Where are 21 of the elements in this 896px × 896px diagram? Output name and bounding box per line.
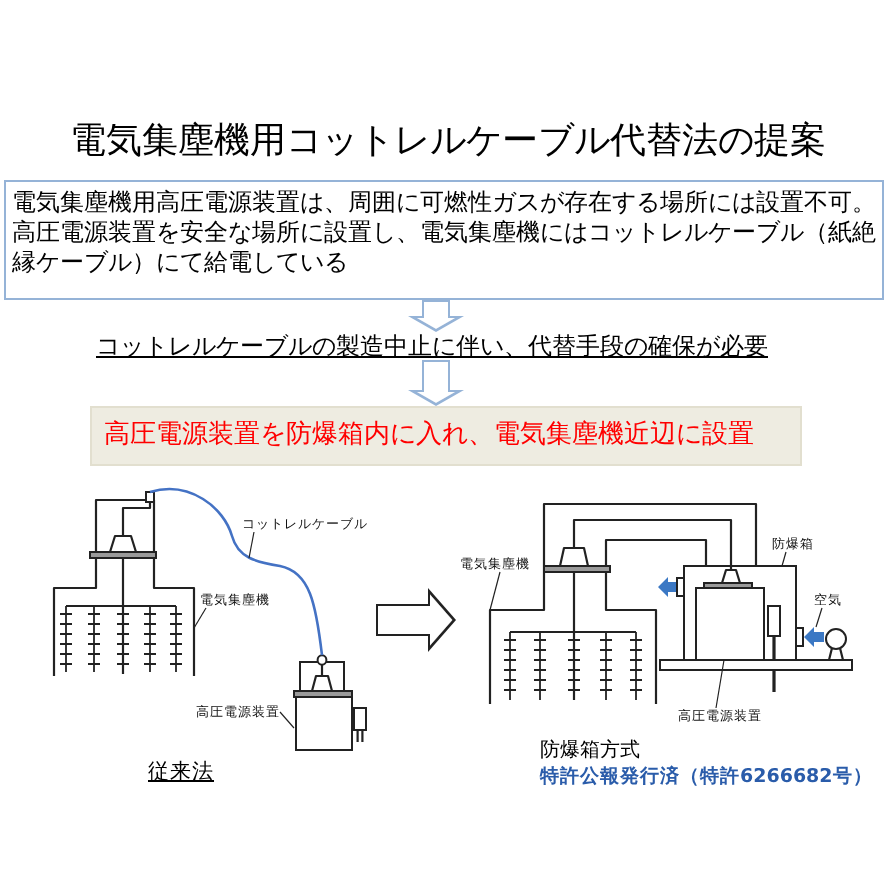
leader-line xyxy=(248,531,255,559)
slide-title: 電気集塵機用コットレルケーブル代替法の提案 xyxy=(70,120,826,164)
leader-line xyxy=(815,607,823,628)
leader-line xyxy=(715,659,725,709)
air-blower xyxy=(795,627,847,662)
drawing-caption: 従来法 xyxy=(148,760,214,786)
leader-line xyxy=(193,607,207,629)
patent-note: 特許公報発行済（特許6266682号） xyxy=(540,766,873,790)
proposal-box: 高圧電源装置を防爆箱内に入れ、電気集塵機近辺に設置 xyxy=(90,406,802,466)
requirement-text: コットレルケーブルの製造中止に伴い、代替手段の確保が必要 xyxy=(96,332,768,360)
cable-line xyxy=(149,487,324,656)
drawing-caption: 防爆箱方式 xyxy=(540,740,640,764)
power-supply-unit xyxy=(695,587,765,661)
leader-line xyxy=(781,551,787,567)
precipitator xyxy=(488,502,758,704)
explosion-proof-enclosure xyxy=(683,565,797,661)
power-supply-unit xyxy=(293,654,367,751)
info-box: 電気集塵機用高圧電源装置は、周囲に可燃性ガスが存在する場所には設置不可。高圧電源装置を安全な場所に設置し、電気集塵機にはコットレルケーブル（紙絶縁ケーブル）にて給電している xyxy=(4,180,884,300)
precipitator xyxy=(52,491,196,676)
leader-line xyxy=(279,711,295,729)
leader-line xyxy=(489,571,501,611)
